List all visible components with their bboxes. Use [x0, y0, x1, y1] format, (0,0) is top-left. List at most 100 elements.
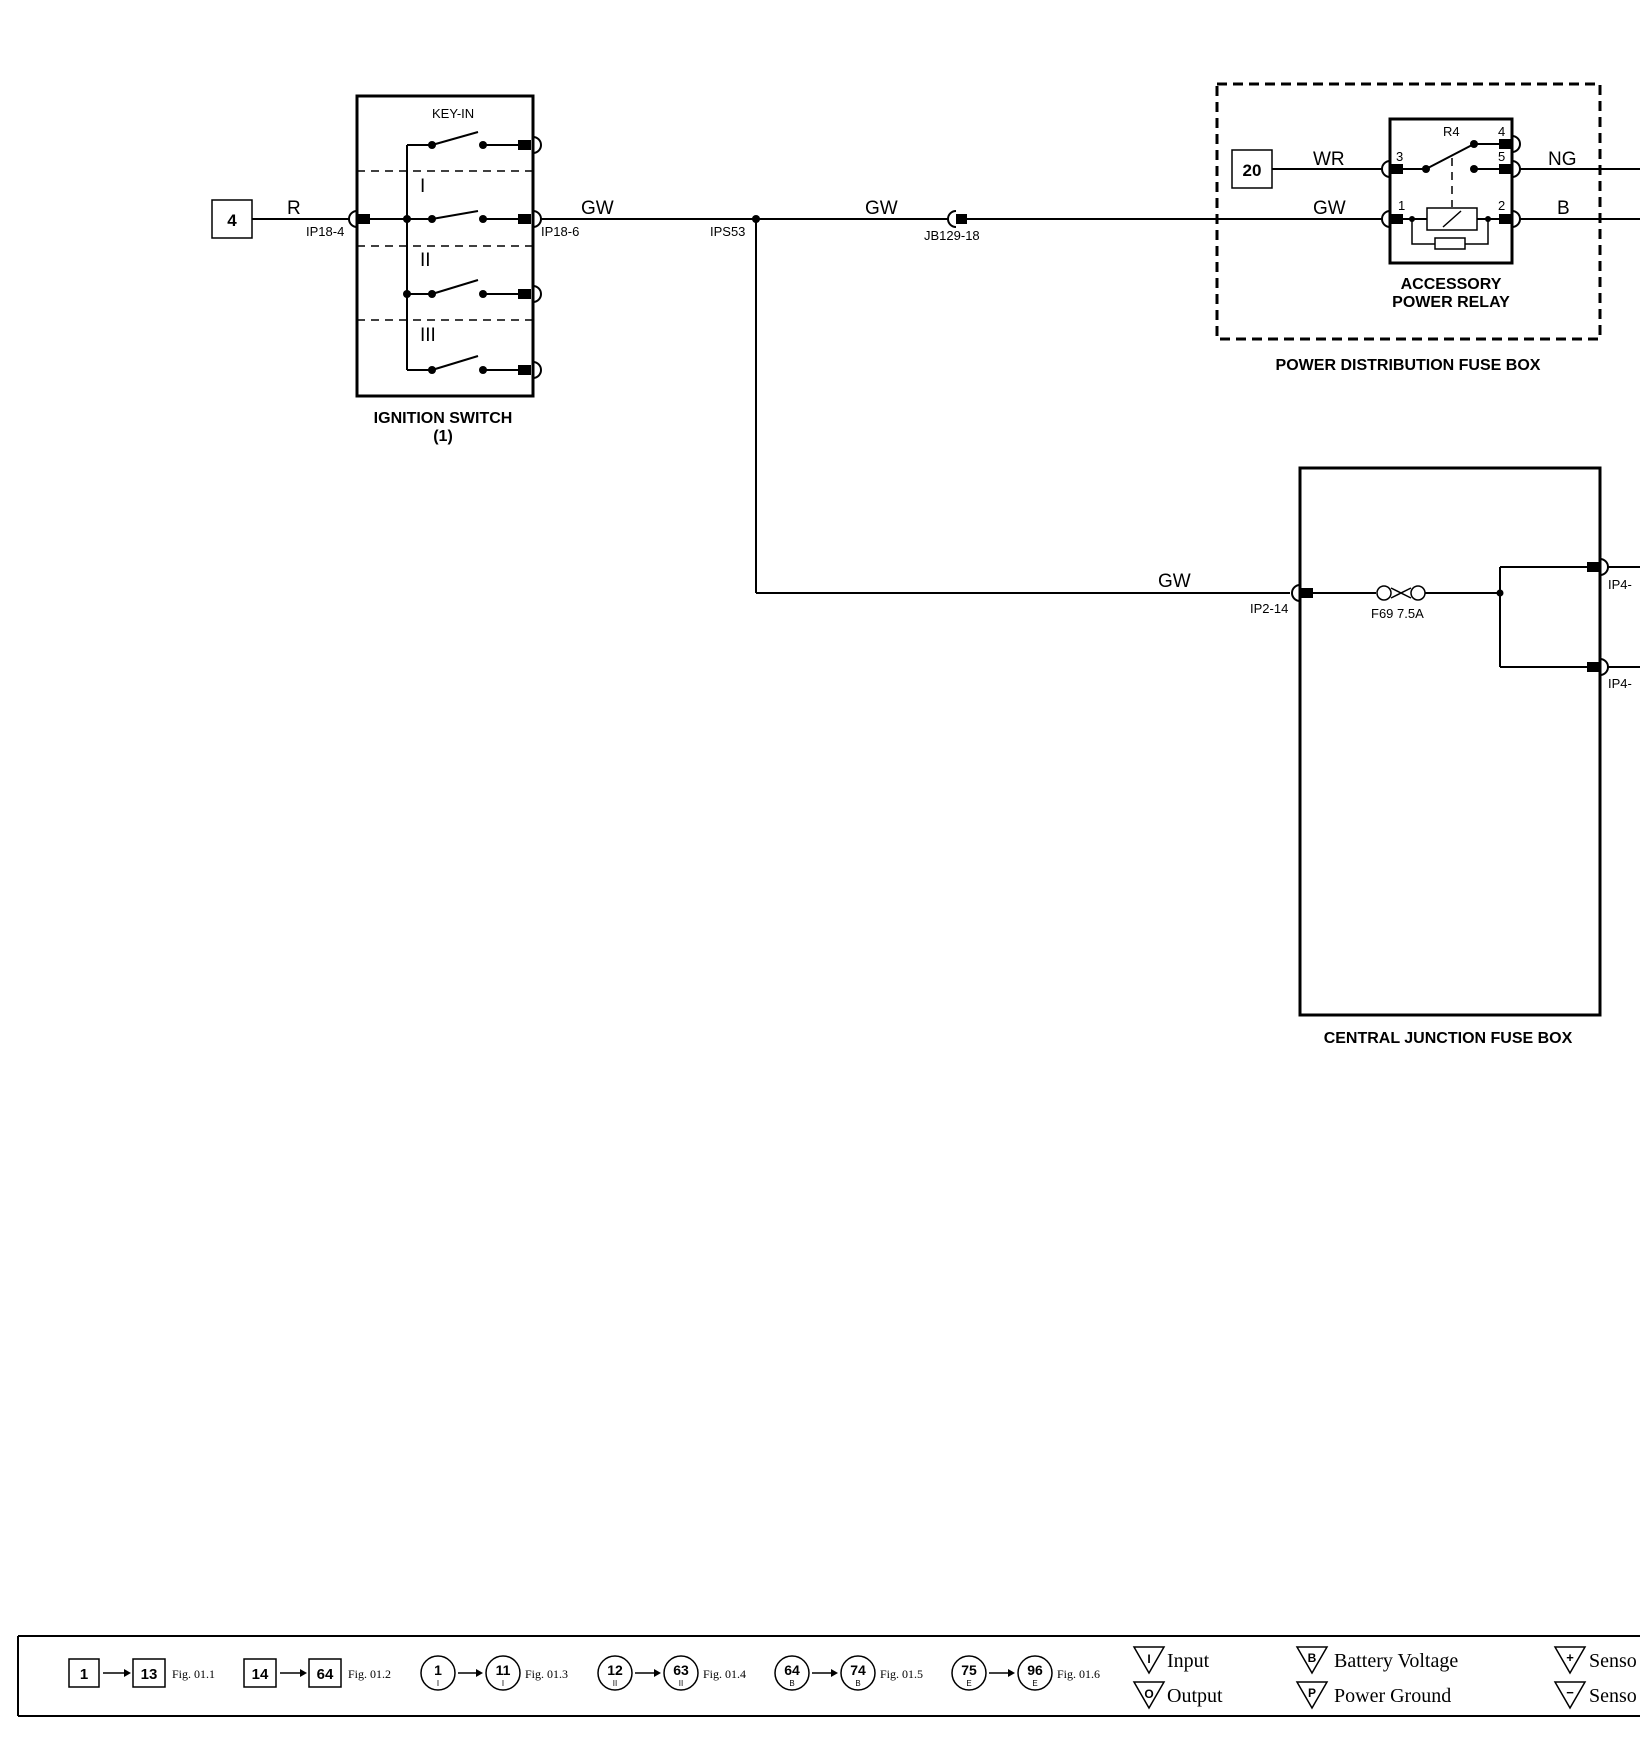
relay-pin-3: 3	[1396, 149, 1403, 164]
legend-fig: Fig. 01.6	[1057, 1667, 1100, 1681]
pdfb-title: POWER DISTRIBUTION FUSE BOX	[1276, 357, 1541, 374]
ground-triangle-icon	[1295, 1681, 1329, 1710]
legend-sensor-minus-label: Senso	[1589, 1685, 1637, 1707]
position-label-ii: II	[420, 250, 431, 271]
cjfb-title: CENTRAL JUNCTION FUSE BOX	[1324, 1030, 1573, 1047]
ignition-switch-subtitle: (1)	[433, 428, 453, 445]
central-junction-fuse-box: CENTRAL JUNCTION FUSE BOX IP2-14 F69 7.5…	[1250, 466, 1640, 1047]
sensor-minus-symbol: −	[1566, 1685, 1574, 1700]
legend-sensor-minus: − Senso	[1553, 1681, 1637, 1710]
switch-contact-ii	[403, 279, 542, 303]
legend-sub: B	[789, 1679, 794, 1688]
sensor-minus-triangle-icon	[1553, 1681, 1587, 1710]
battery-triangle-icon	[1295, 1646, 1329, 1675]
legend-from: 64	[784, 1662, 800, 1678]
wire-label-b: B	[1557, 198, 1570, 219]
relay-pin-5: 5	[1498, 149, 1505, 164]
wire-label-gw-2: GW	[865, 198, 898, 219]
switch-contact-iii	[407, 355, 542, 379]
relay-body	[1388, 117, 1514, 265]
wire-label-ng: NG	[1548, 149, 1577, 170]
legend-fig: Fig. 01.4	[703, 1667, 746, 1681]
ref-box-20	[1231, 149, 1273, 189]
legend-input-label: Input	[1167, 1650, 1210, 1672]
sensor-plus-symbol: +	[1566, 1650, 1574, 1665]
legend-power-ground: P Power Ground	[1295, 1681, 1451, 1710]
legend-fig: Fig. 01.3	[525, 1667, 568, 1681]
legend-fig: Fig. 01.5	[880, 1667, 923, 1681]
legend-sub: II	[679, 1679, 683, 1688]
legend-group-fig-01-1: 1 13 Fig. 01.1	[68, 1658, 215, 1688]
legend-sub: B	[855, 1679, 860, 1688]
legend-to: 96	[1027, 1662, 1043, 1678]
wire-label-wr: WR	[1313, 149, 1345, 170]
legend-to: 74	[850, 1662, 866, 1678]
legend-fig: Fig. 01.1	[172, 1667, 215, 1681]
ignition-switch-title: IGNITION SWITCH	[374, 410, 513, 427]
legend-group-fig-01-6: 75 E 96 E Fig. 01.6	[951, 1655, 1100, 1691]
wire-label-gw-1: GW	[581, 198, 614, 219]
legend-battery-voltage: B Battery Voltage	[1295, 1646, 1458, 1675]
legend-to: 13	[141, 1666, 158, 1683]
legend-ground-label: Power Ground	[1334, 1685, 1451, 1707]
pin-ip18-6: IP18-6	[541, 224, 579, 239]
legend-from: 1	[80, 1666, 88, 1683]
legend-sensor-plus-label: Senso	[1589, 1650, 1637, 1672]
pin-ip4-out-2: IP4-	[1608, 676, 1632, 691]
legend-from: 1	[434, 1662, 442, 1678]
legend-group-fig-01-5: 64 B 74 B Fig. 01.5	[774, 1655, 923, 1691]
legend-sub: E	[966, 1679, 971, 1688]
legend-sub: E	[1032, 1679, 1037, 1688]
battery-symbol: B	[1308, 1651, 1317, 1665]
splice-label: IPS53	[710, 224, 745, 239]
relay-id: R4	[1443, 124, 1460, 139]
switch-contact-i	[403, 210, 487, 223]
legend: 1 13 Fig. 01.1 14 64 Fig. 01.2 1 I 11 I …	[17, 1635, 1640, 1717]
legend-from: 14	[252, 1666, 269, 1683]
pin-ip2-14: IP2-14	[1250, 601, 1288, 616]
legend-battery-label: Battery Voltage	[1334, 1650, 1458, 1672]
legend-output-label: Output	[1167, 1685, 1223, 1707]
connector-ip2-14	[1291, 584, 1301, 602]
fuse-label: F69 7.5A	[1371, 606, 1424, 621]
legend-from: 12	[607, 1662, 623, 1678]
relay-title-line2: POWER RELAY	[1392, 294, 1510, 311]
legend-output: O Output	[1132, 1681, 1223, 1710]
ref-box-20-label: 20	[1243, 161, 1262, 180]
pin-ip4-out-1: IP4-	[1608, 577, 1632, 592]
power-distribution-fuse-box: POWER DISTRIBUTION FUSE BOX 20 WR GW R4 …	[1215, 82, 1640, 374]
legend-sub: I	[437, 1679, 439, 1688]
wire-label-r: R	[287, 198, 301, 219]
position-label-i: I	[420, 176, 425, 197]
wire-label-gw-4: GW	[1158, 571, 1191, 592]
fuse-f69	[1376, 585, 1426, 601]
legend-group-fig-01-2: 14 64 Fig. 01.2	[243, 1658, 391, 1688]
relay-pin-1: 1	[1398, 198, 1405, 213]
legend-input: I Input	[1132, 1646, 1210, 1675]
accessory-power-relay: R4 3 4 5 1	[1381, 117, 1521, 311]
switch-contact-key-in	[407, 131, 542, 154]
ignition-switch: KEY-IN I II III	[306, 94, 579, 445]
ref-box-4-label: 4	[227, 211, 237, 230]
legend-group-fig-01-4: 12 II 63 II Fig. 01.4	[597, 1655, 746, 1691]
legend-sub: II	[613, 1679, 617, 1688]
key-in-label: KEY-IN	[432, 106, 474, 121]
connector-ip18-4	[357, 214, 370, 224]
relay-suppression-resistor	[1434, 237, 1466, 250]
connector-jb129-18	[947, 210, 957, 228]
cjfb-body	[1298, 466, 1602, 1017]
output-symbol: O	[1144, 1687, 1153, 1701]
wire-label-gw-3: GW	[1313, 198, 1346, 219]
legend-to: 63	[673, 1662, 689, 1678]
relay-title-line1: ACCESSORY	[1401, 276, 1502, 293]
ground-symbol: P	[1308, 1686, 1316, 1700]
output-triangle-icon	[1132, 1681, 1166, 1710]
legend-to: 64	[317, 1666, 334, 1683]
legend-to: 11	[496, 1662, 511, 1678]
relay-pin-2: 2	[1498, 198, 1505, 213]
input-triangle-icon	[1132, 1646, 1166, 1675]
legend-fig: Fig. 01.2	[348, 1667, 391, 1681]
page-crop-edge	[1640, 0, 1648, 1754]
